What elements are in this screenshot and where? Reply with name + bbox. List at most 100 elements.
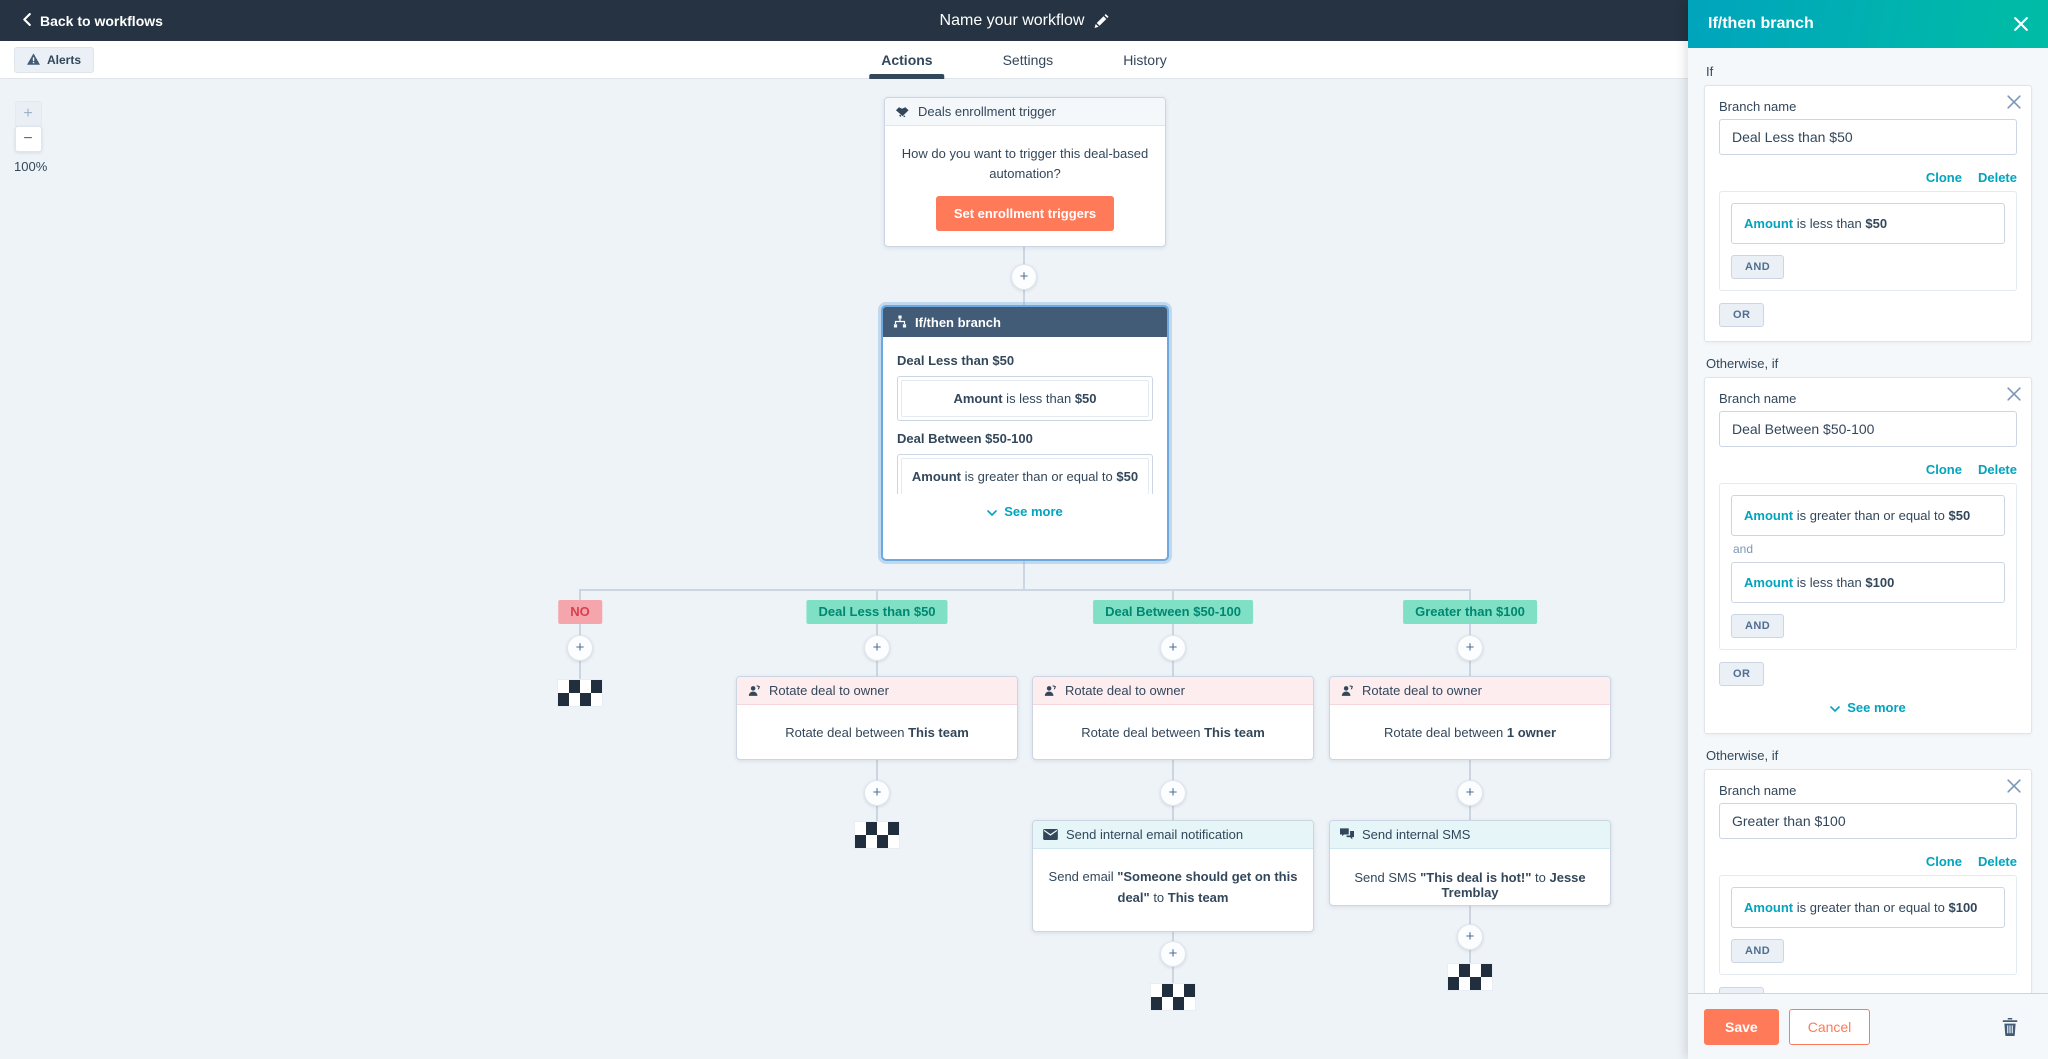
email-text: to: [1149, 889, 1168, 905]
panel-see-more-link[interactable]: See more: [1719, 700, 2017, 715]
warning-icon: [27, 52, 40, 68]
and-button[interactable]: AND: [1731, 939, 1785, 963]
condition-field: Amount: [1744, 216, 1794, 231]
trash-icon[interactable]: [2002, 1017, 2018, 1036]
action-node-title: Rotate deal to owner: [1362, 683, 1482, 698]
delete-link[interactable]: Delete: [1977, 854, 2017, 869]
branch-card-3: Branch name Clone Delete Amount is great…: [1704, 769, 2032, 993]
sms-recipient: Jesse Tremblay: [1441, 870, 1586, 900]
branch-name-input-2[interactable]: [1719, 411, 2017, 447]
or-button[interactable]: OR: [1719, 987, 1765, 993]
condition-row[interactable]: Amount is less than $100: [1731, 562, 2005, 603]
panel-header: If/then branch: [1688, 0, 2048, 48]
add-step-button[interactable]: +: [1160, 941, 1186, 967]
branch-node-header: If/then branch: [883, 307, 1167, 337]
trigger-question: How do you want to trigger this deal-bas…: [901, 146, 1149, 182]
branch-card-2: Branch name Clone Delete Amount is great…: [1704, 377, 2032, 734]
back-to-workflows-button[interactable]: Back to workflows: [22, 12, 163, 29]
delete-link[interactable]: Delete: [1977, 462, 2017, 477]
rotate-deal-node-2[interactable]: Rotate deal to owner Rotate deal between…: [1032, 676, 1314, 760]
tab-history[interactable]: History: [1123, 52, 1167, 68]
filter-group: Amount is less than $50 AND: [1719, 191, 2017, 291]
panel-footer: Save Cancel: [1688, 993, 2048, 1059]
action-node-title: Rotate deal to owner: [769, 683, 889, 698]
branch-node-body: Deal Less than $50 Amount is less than $…: [883, 337, 1167, 525]
add-step-button[interactable]: +: [1457, 924, 1483, 950]
add-step-button[interactable]: +: [1160, 780, 1186, 806]
chevron-down-icon: [1830, 700, 1841, 715]
condition-field: Amount: [1744, 900, 1794, 915]
branch-name-input-1[interactable]: [1719, 119, 2017, 155]
delete-link[interactable]: Delete: [1977, 170, 2017, 185]
zoom-level: 100%: [14, 159, 48, 174]
connector-line: [1023, 560, 1025, 590]
condition-operator: is less than: [1793, 575, 1866, 590]
set-enrollment-triggers-button[interactable]: Set enrollment triggers: [935, 196, 1115, 232]
remove-branch-icon[interactable]: [2007, 779, 2021, 793]
remove-branch-icon[interactable]: [2007, 387, 2021, 401]
panel-title: If/then branch: [1708, 15, 1814, 32]
rotate-deal-node-1[interactable]: Rotate deal to owner Rotate deal between…: [736, 676, 1018, 760]
clone-link[interactable]: Clone: [1925, 462, 1962, 477]
email-node-header: Send internal email notification: [1033, 821, 1313, 849]
or-button[interactable]: OR: [1719, 303, 1765, 327]
clone-link[interactable]: Clone: [1925, 854, 1962, 869]
zoom-controls: + − 100%: [14, 101, 48, 174]
connector-line: [876, 589, 878, 600]
alerts-button[interactable]: Alerts: [14, 47, 95, 73]
branch-name-input-3[interactable]: [1719, 803, 2017, 839]
send-email-node[interactable]: Send internal email notification Send em…: [1032, 820, 1314, 932]
condition-field: Amount: [1744, 575, 1794, 590]
add-step-button[interactable]: +: [1160, 635, 1186, 661]
and-button[interactable]: AND: [1731, 614, 1785, 638]
branch-name-label: Branch name: [1719, 391, 1797, 406]
cancel-button[interactable]: Cancel: [1788, 1008, 1871, 1045]
branch-name-label: Branch name: [1719, 99, 1797, 114]
condition-operator: is greater than or equal to: [1793, 900, 1949, 915]
condition-value: $100: [1948, 900, 1978, 915]
add-step-button[interactable]: +: [1011, 264, 1037, 290]
remove-branch-icon[interactable]: [2007, 95, 2021, 109]
node-see-more-link[interactable]: See more: [897, 504, 1153, 519]
add-step-button[interactable]: +: [567, 635, 593, 661]
condition-field: Amount: [953, 391, 1003, 406]
action-node-header: Rotate deal to owner: [1033, 677, 1313, 705]
email-subject: "Someone should get on this deal": [1117, 869, 1298, 905]
condition-operator: is greater than or equal to: [961, 469, 1117, 484]
action-text-bold: This team: [908, 725, 969, 740]
and-button[interactable]: AND: [1731, 255, 1785, 279]
chevron-left-icon: [22, 12, 31, 29]
add-step-button[interactable]: +: [1457, 780, 1483, 806]
clone-link[interactable]: Clone: [1925, 170, 1962, 185]
tab-settings[interactable]: Settings: [1002, 52, 1054, 68]
condition-row[interactable]: Amount is greater than or equal to $50: [1731, 495, 2005, 536]
sms-text: to: [1531, 870, 1550, 885]
section-label-otherwise-2: Otherwise, if: [1706, 748, 1779, 763]
back-label: Back to workflows: [40, 12, 163, 29]
tab-actions[interactable]: Actions: [869, 41, 945, 79]
section-label-otherwise-1: Otherwise, if: [1706, 356, 1779, 371]
add-step-button[interactable]: +: [1457, 635, 1483, 661]
condition-row[interactable]: Amount is less than $50: [1731, 203, 2005, 244]
ifthen-branch-node[interactable]: If/then branch Deal Less than $50 Amount…: [881, 305, 1169, 561]
action-node-title: Rotate deal to owner: [1065, 683, 1185, 698]
zoom-out-button[interactable]: −: [14, 126, 42, 152]
trigger-node[interactable]: Deals enrollment trigger How do you want…: [884, 97, 1166, 247]
add-step-button[interactable]: +: [864, 635, 890, 661]
end-flag: [1151, 984, 1195, 1010]
condition-field: Amount: [1744, 508, 1794, 523]
or-button[interactable]: OR: [1719, 662, 1765, 686]
edit-pencil-icon[interactable]: [1094, 13, 1109, 28]
action-node-header: Rotate deal to owner: [1330, 677, 1610, 705]
branch2-title: Deal Between $50-100: [897, 431, 1033, 446]
panel-close-button[interactable]: [2014, 17, 2028, 31]
send-sms-node[interactable]: Send internal SMS Send SMS "This deal is…: [1329, 820, 1611, 906]
condition-value: $50: [1948, 508, 1971, 523]
condition-row[interactable]: Amount is greater than or equal to $100: [1731, 887, 2005, 928]
add-step-button[interactable]: +: [864, 780, 890, 806]
sms-icon: [1340, 828, 1354, 841]
rotate-deal-node-3[interactable]: Rotate deal to owner Rotate deal between…: [1329, 676, 1611, 760]
save-button[interactable]: Save: [1704, 1008, 1779, 1045]
zoom-in-button[interactable]: +: [14, 101, 42, 127]
